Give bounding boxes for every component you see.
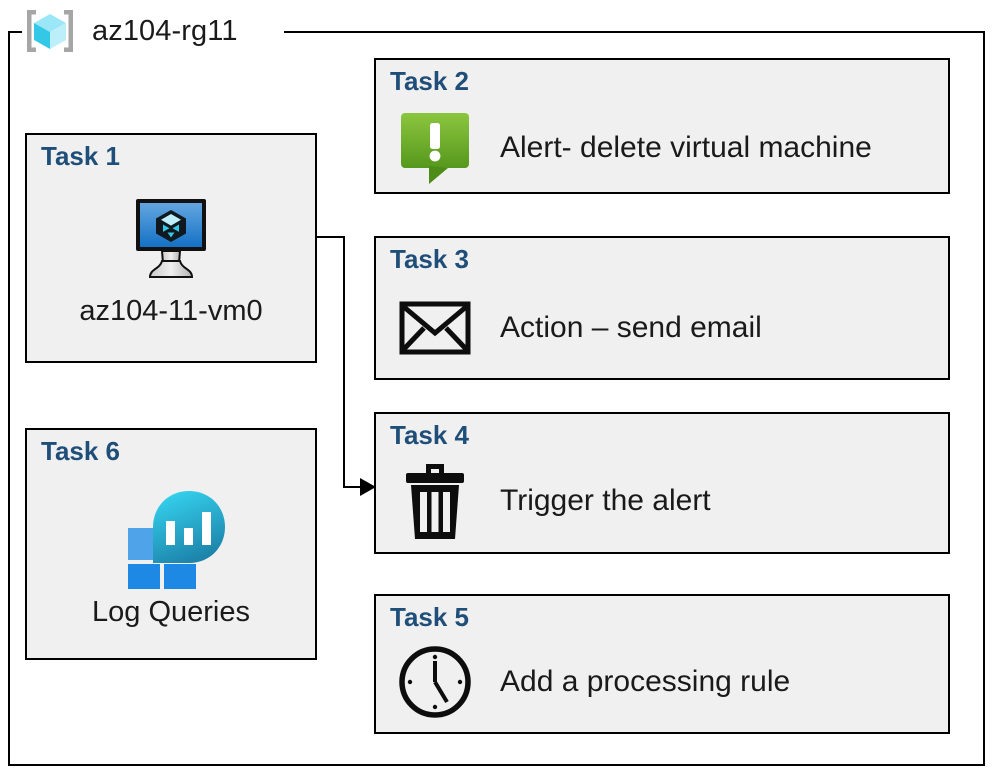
card-task-5-title: Task 5 xyxy=(390,602,470,632)
connector-arrowhead xyxy=(360,478,376,496)
card-task-4-row: Trigger the alert xyxy=(398,458,938,544)
card-task-5-row: Add a processing rule xyxy=(398,640,938,724)
card-task-3-icon-box xyxy=(398,298,472,358)
card-task-3-label: Action – send email xyxy=(500,311,762,344)
alert-exclamation-icon xyxy=(401,113,469,184)
clock-icon xyxy=(399,646,471,718)
card-task-6[interactable]: Task 6 Log Queri xyxy=(25,428,317,660)
card-task-6-icon-slot xyxy=(27,482,315,592)
card-task-6-title: Task 6 xyxy=(41,436,121,466)
card-task-2-icon-box xyxy=(398,110,472,186)
card-task-3[interactable]: Task 3 Action – send email xyxy=(374,236,950,380)
card-task-5-icon-box xyxy=(398,642,472,722)
card-task-1-icon-slot xyxy=(27,190,315,290)
resource-group-cube-icon xyxy=(27,10,73,52)
card-task-3-row: Action – send email xyxy=(398,288,938,368)
card-task-4[interactable]: Task 4 Trigger the alert xyxy=(374,412,950,554)
card-task-5-label: Add a processing rule xyxy=(500,665,791,698)
envelope-icon xyxy=(399,301,471,355)
connector-segment-horizontal-bottom xyxy=(343,486,369,488)
card-task-5[interactable]: Task 5 Add a processing rule xyxy=(374,594,950,734)
card-task-2-row: Alert- delete virtual machine xyxy=(398,108,938,188)
card-task-2-label: Alert- delete virtual machine xyxy=(500,131,872,164)
card-task-1[interactable]: Task 1 xyxy=(25,133,317,363)
log-analytics-icon xyxy=(128,491,225,589)
card-task-3-title: Task 3 xyxy=(390,244,470,274)
card-task-2-title: Task 2 xyxy=(390,66,470,96)
card-task-4-title: Task 4 xyxy=(390,420,470,450)
resource-group-name: az104-rg11 xyxy=(92,14,238,47)
card-task-1-title: Task 1 xyxy=(41,141,121,171)
card-task-4-icon-box xyxy=(398,460,472,542)
resource-group-border-top-left xyxy=(8,31,22,33)
card-task-6-label: Log Queries xyxy=(92,596,250,628)
card-task-4-label: Trigger the alert xyxy=(500,484,711,517)
resource-group-border-bottom xyxy=(8,764,985,766)
resource-group-header: az104-rg11 xyxy=(22,4,238,58)
card-task-2[interactable]: Task 2 Alert- delete virtual machin xyxy=(374,58,950,194)
resource-group-border-top-right xyxy=(284,31,985,33)
resource-group-border-right xyxy=(983,31,985,766)
virtual-machine-icon xyxy=(136,199,206,278)
card-task-1-label: az104-11-vm0 xyxy=(79,295,263,327)
resource-group-border-left xyxy=(8,31,10,766)
trash-can-icon xyxy=(406,464,464,539)
connector-segment-vertical xyxy=(343,236,345,487)
